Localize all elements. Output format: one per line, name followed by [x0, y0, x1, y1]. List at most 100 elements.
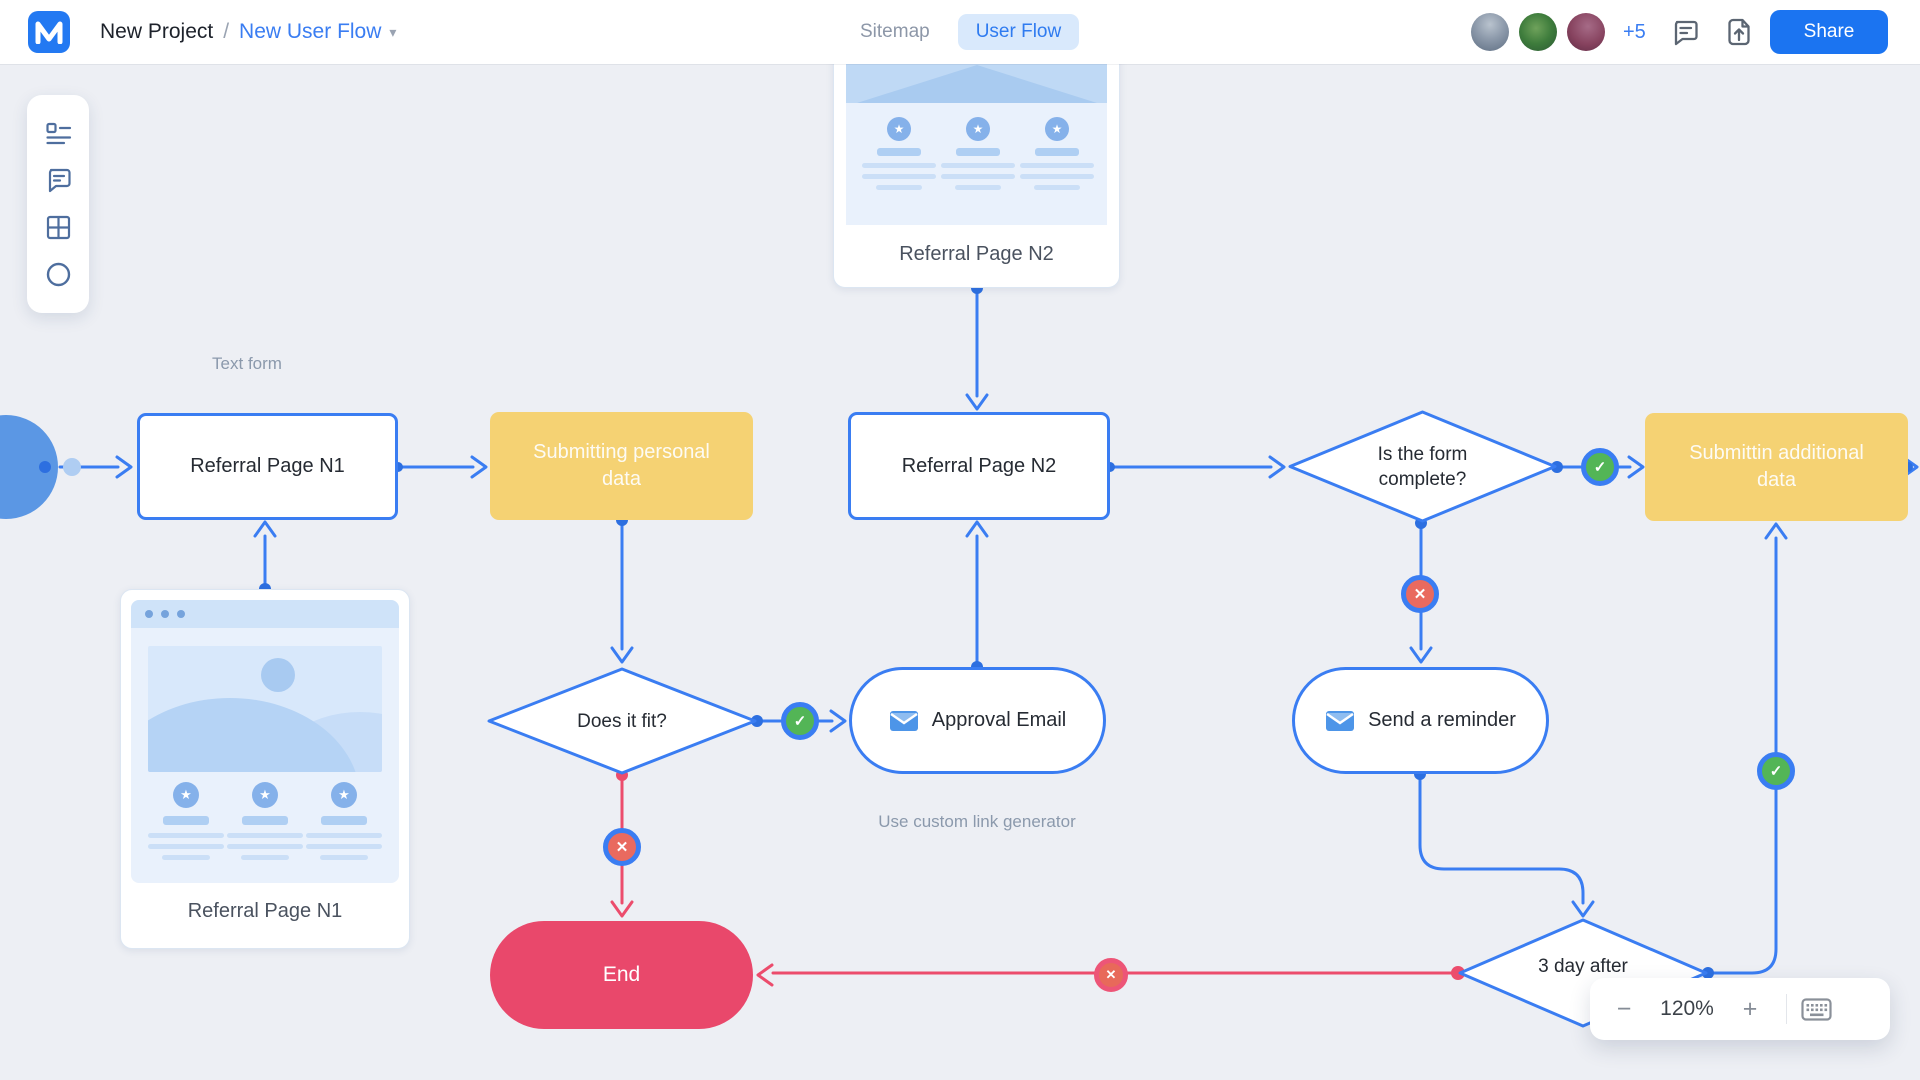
wireframe-column: ★ — [933, 117, 1023, 190]
condition-no-badge[interactable]: ✕ — [1094, 958, 1128, 992]
node-submitting-personal-data-label: Submitting personal data — [533, 441, 710, 490]
zoom-in-button[interactable]: + — [1730, 989, 1770, 1029]
window-dot — [177, 610, 185, 618]
breadcrumb: New Project / New User Flow ▾ — [100, 0, 396, 64]
comment-tool[interactable] — [41, 163, 75, 197]
divider — [1786, 994, 1787, 1024]
check-icon: ✓ — [1769, 763, 1783, 780]
node-send-a-reminder-label: Send a reminder — [1368, 709, 1516, 731]
window-dot — [145, 610, 153, 618]
hill-shape — [148, 698, 360, 772]
keyboard-icon — [1800, 997, 1832, 1021]
node-submitting-personal-data[interactable]: Submitting personal data — [490, 412, 753, 520]
use-custom-link-label: Use custom link generator — [878, 812, 1076, 831]
star-icon: ★ — [252, 782, 278, 808]
breadcrumb-project[interactable]: New Project — [100, 20, 214, 43]
tab-sitemap[interactable]: Sitemap — [860, 21, 930, 42]
node-approval-email-label: Approval Email — [931, 709, 1067, 731]
thumbnail-title: Referral Page N2 — [899, 243, 1054, 265]
node-send-a-reminder[interactable]: Send a reminder — [1292, 667, 1549, 774]
node-referral-page-n1-label: Referral Page N1 — [190, 455, 345, 477]
circle-shape-tool[interactable] — [41, 258, 75, 292]
collaborators: +5 — [1471, 13, 1646, 51]
comments-button[interactable] — [1668, 15, 1702, 49]
check-icon: ✓ — [1593, 459, 1607, 476]
circle-icon — [46, 263, 70, 287]
star-icon: ★ — [887, 117, 911, 141]
comment-icon — [1674, 20, 1698, 45]
mountain-shape — [856, 65, 1097, 103]
wireframe-body: ★ ★ ★ — [131, 600, 399, 883]
condition-no-badge[interactable]: ✕ — [603, 828, 641, 866]
browser-bar — [131, 600, 399, 628]
node-end[interactable]: End — [490, 921, 753, 1029]
form-fields-icon — [45, 122, 71, 144]
wireframe-hero — [846, 64, 1107, 103]
star-icon: ★ — [173, 782, 199, 808]
wireframe-column: ★ — [1012, 117, 1102, 190]
cross-icon: ✕ — [1413, 586, 1427, 603]
diamond-shape — [487, 667, 757, 775]
tab-user-flow[interactable]: User Flow — [957, 14, 1080, 50]
top-bar: New Project / New User Flow ▾ Sitemap Us… — [0, 0, 1920, 64]
condition-yes-badge[interactable]: ✓ — [781, 702, 819, 740]
start-node[interactable] — [0, 415, 81, 519]
node-referral-page-n2[interactable]: Referral Page N2 — [848, 412, 1110, 520]
node-submittin-additional-data-label: Submittin additional data — [1689, 442, 1864, 491]
avatar[interactable] — [1567, 13, 1605, 51]
node-does-it-fit[interactable]: Does it fit? — [487, 667, 757, 775]
wireframe-column: ★ — [299, 782, 389, 860]
zoom-control: − 120% + — [1590, 978, 1890, 1040]
wireframe-column: ★ — [141, 782, 231, 860]
avatar-overflow-count[interactable]: +5 — [1623, 20, 1646, 43]
condition-yes-badge[interactable]: ✓ — [1757, 752, 1795, 790]
node-referral-page-n2-label: Referral Page N2 — [901, 454, 1057, 477]
star-icon: ★ — [1045, 117, 1069, 141]
node-approval-email[interactable]: Approval Email — [849, 667, 1106, 774]
node-referral-page-n1[interactable]: Referral Page N1 — [137, 413, 398, 520]
wireframe-hero-image — [148, 646, 382, 772]
page-thumbnail-referral-n1[interactable]: ★ ★ ★ Referral Page N1 — [120, 589, 410, 949]
diamond-shape — [1288, 410, 1557, 523]
canvas-toolbar — [27, 95, 89, 313]
breadcrumb-current-flow[interactable]: New User Flow — [239, 20, 382, 43]
cross-icon: ✕ — [1105, 967, 1117, 982]
condition-no-badge[interactable]: ✕ — [1401, 575, 1439, 613]
node-is-form-complete[interactable]: Is the form complete? — [1288, 410, 1557, 523]
node-submittin-additional-data[interactable]: Submittin additional data — [1645, 413, 1908, 521]
app-logo[interactable] — [28, 11, 70, 53]
avatar[interactable] — [1519, 13, 1557, 51]
form-fields-tool[interactable] — [41, 116, 75, 150]
comment-icon — [48, 169, 71, 193]
text-form-label: Text form — [212, 354, 282, 373]
node-3-day-after-label: 3 day after — [1538, 955, 1628, 977]
cross-icon: ✕ — [615, 839, 629, 856]
envelope-icon — [1326, 710, 1355, 731]
avatar[interactable] — [1471, 13, 1509, 51]
sun-shape — [261, 658, 295, 692]
logo-m-icon — [35, 21, 63, 44]
grid-tool[interactable] — [41, 211, 75, 245]
wireframe-column: ★ — [854, 117, 944, 190]
window-dot — [161, 610, 169, 618]
envelope-icon — [889, 710, 918, 731]
chevron-down-icon[interactable]: ▾ — [389, 23, 397, 40]
node-does-it-fit-label: Does it fit? — [577, 710, 667, 732]
wireframe-features: ★ ★ ★ — [846, 103, 1107, 225]
thumbnail-title: Referral Page N1 — [187, 900, 343, 922]
star-icon: ★ — [966, 117, 990, 141]
condition-yes-badge[interactable]: ✓ — [1581, 448, 1619, 486]
zoom-level[interactable]: 120% — [1660, 997, 1714, 1020]
zoom-out-button[interactable]: − — [1604, 989, 1644, 1029]
export-file-icon — [1728, 18, 1750, 46]
keyboard-shortcuts-button[interactable] — [1799, 992, 1833, 1026]
share-button[interactable]: Share — [1770, 10, 1888, 54]
export-button[interactable] — [1722, 15, 1756, 49]
node-is-form-complete-label: Is the form complete? — [1377, 443, 1468, 490]
grid-icon — [46, 215, 70, 240]
view-tabs: Sitemap User Flow — [860, 0, 1080, 64]
wireframe-column: ★ — [220, 782, 310, 860]
star-icon: ★ — [331, 782, 357, 808]
port-dots — [259, 282, 1913, 979]
